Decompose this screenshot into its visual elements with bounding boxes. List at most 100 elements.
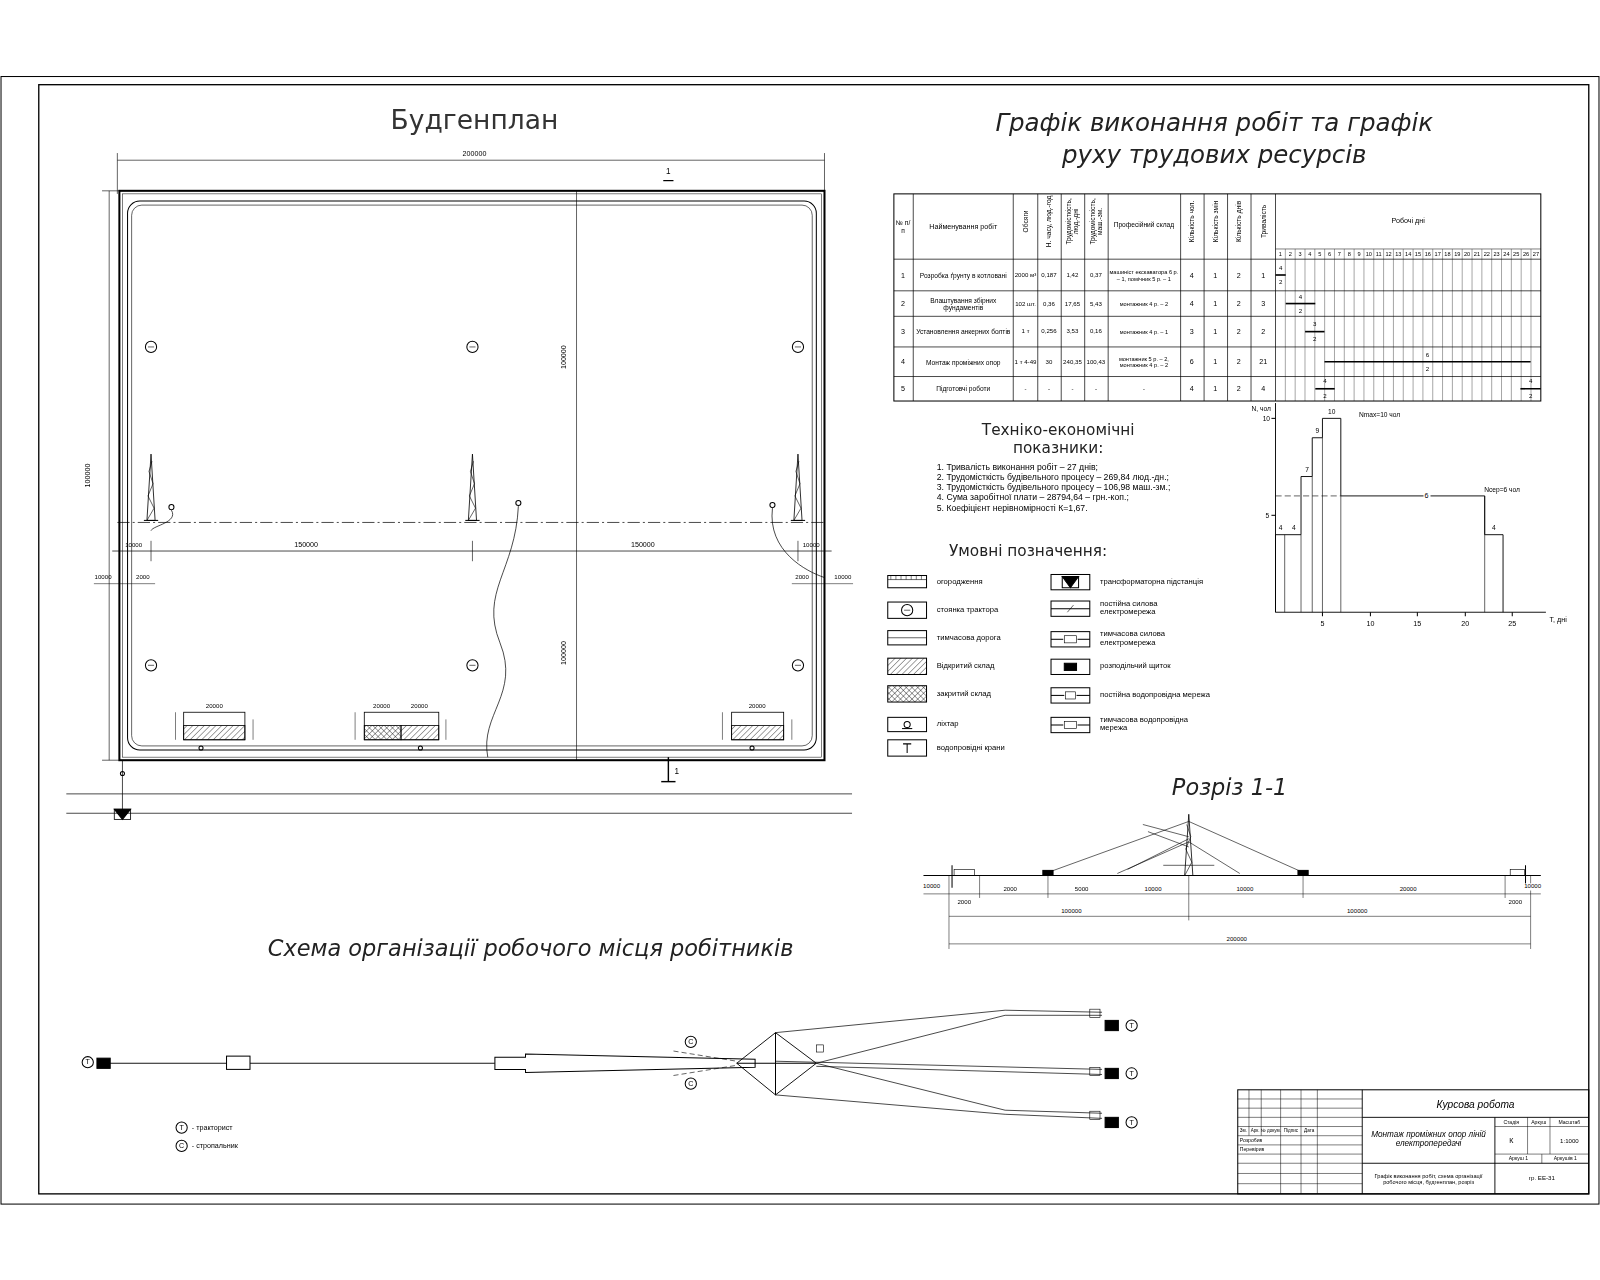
work-schedule-table-part bbox=[1304, 249, 1305, 401]
site-plan-part bbox=[722, 712, 723, 740]
site-plan-part bbox=[66, 793, 852, 794]
legend-text: трансформаторна підстанція bbox=[1100, 577, 1214, 585]
day-number: 17 bbox=[1435, 251, 1441, 257]
legend-symbols-part bbox=[888, 686, 927, 702]
dimension-text: 150000 bbox=[631, 541, 655, 549]
work-schedule-table-part bbox=[1334, 249, 1335, 401]
site-plan-part bbox=[364, 712, 438, 740]
title-block-part bbox=[1317, 1090, 1318, 1136]
title-block-part bbox=[1362, 1163, 1589, 1164]
site-plan-part bbox=[791, 719, 792, 739]
site-plan-part bbox=[576, 191, 577, 760]
site-plan-part-part bbox=[147, 454, 155, 520]
site-plan-part-part bbox=[794, 461, 801, 520]
site-plan-part bbox=[445, 719, 446, 739]
work-schedule-table-part bbox=[894, 194, 1541, 401]
table-cell: 1,42 bbox=[1066, 272, 1078, 279]
site-plan-part bbox=[120, 771, 124, 775]
legend-symbols-part bbox=[1064, 663, 1076, 670]
legend-symbols-part bbox=[1064, 721, 1076, 728]
chart-label: 25 bbox=[1508, 620, 1516, 628]
table-cell: Влаштування збірних фундаментів bbox=[915, 296, 1011, 311]
bar-label: 3 bbox=[1313, 321, 1316, 328]
worker-marker: Т bbox=[1129, 1119, 1133, 1127]
table-cell: 1 bbox=[1213, 385, 1217, 393]
site-plan-part bbox=[151, 541, 152, 561]
worker-scheme-part bbox=[685, 1078, 696, 1089]
site-plan-part bbox=[132, 205, 813, 746]
work-schedule-table-part bbox=[1521, 249, 1522, 401]
table-cell: 0,187 bbox=[1041, 272, 1056, 279]
table-cell: 1 bbox=[1213, 271, 1217, 279]
table-cell: 21 bbox=[1259, 358, 1267, 366]
legend-symbols-part bbox=[904, 610, 910, 611]
title-block-text: Монтаж проміжних опор ліній електроперед… bbox=[1366, 1131, 1490, 1149]
worker-scheme-part bbox=[1126, 1020, 1137, 1031]
dimension-text: 2000 bbox=[795, 574, 809, 581]
worker-scheme-part bbox=[1105, 1068, 1118, 1078]
bar-label: 2 bbox=[1529, 393, 1532, 400]
day-number: 7 bbox=[1338, 251, 1341, 257]
title-block-part bbox=[1362, 1090, 1363, 1194]
title-block-part bbox=[1238, 1183, 1362, 1184]
site-plan-part-part bbox=[468, 454, 476, 520]
section-1-1-part bbox=[949, 916, 1531, 917]
worker-scheme-part bbox=[1126, 1068, 1137, 1079]
legend-symbols-part bbox=[1078, 639, 1090, 640]
dimension-text: 10000 bbox=[1523, 883, 1542, 890]
site-plan-part bbox=[418, 746, 422, 750]
labour-chart-part bbox=[1284, 535, 1285, 613]
worker-scheme-part bbox=[776, 1061, 1103, 1074]
site-plan-part bbox=[109, 191, 110, 760]
indicator-line: 5. Коефіцієнт нерівномірності К=1,67. bbox=[937, 503, 1088, 513]
worker-scheme-part bbox=[97, 1058, 110, 1068]
title-block-part bbox=[1238, 1090, 1589, 1194]
table-cell: 102 шт. bbox=[1014, 300, 1037, 307]
worker-scheme-part bbox=[673, 1051, 736, 1075]
section-1-1-part bbox=[949, 876, 1531, 949]
indicator-line: 2. Трудомісткість будівельного процесу –… bbox=[937, 473, 1169, 483]
work-schedule-table-part bbox=[1481, 249, 1482, 401]
table-cell: Установлення анкерних болтів bbox=[915, 328, 1011, 335]
section-1-1-part bbox=[1510, 869, 1524, 875]
day-number: 26 bbox=[1523, 251, 1529, 257]
site-plan-part bbox=[184, 712, 245, 740]
sheet-frame bbox=[1, 77, 1599, 1205]
work-schedule-table-part bbox=[1275, 194, 1276, 401]
title-block-part bbox=[1238, 1173, 1362, 1174]
section-1-1-part bbox=[923, 875, 1540, 876]
table-cell: 4 bbox=[901, 358, 905, 366]
table-cell: 1 bbox=[1213, 328, 1217, 336]
site-plan-part bbox=[175, 712, 176, 740]
table-header: Кількість змін bbox=[1212, 195, 1219, 248]
site-plan-part bbox=[795, 665, 801, 666]
table-header: Найменування робіт bbox=[917, 223, 1009, 231]
title-block-part bbox=[1238, 1117, 1362, 1118]
table-cell: 3 bbox=[901, 328, 905, 336]
legend-symbols-part bbox=[888, 637, 927, 638]
table-cell: монтажник 4 р. – 1 bbox=[1109, 329, 1179, 335]
bar-label: 2 bbox=[1323, 393, 1326, 400]
chart-label: N, чол bbox=[1252, 405, 1271, 412]
work-schedule-table-part bbox=[894, 376, 1541, 377]
table-cell: 4 bbox=[1190, 300, 1194, 308]
table-cell: 1 bbox=[1213, 300, 1217, 308]
work-schedule-table-part bbox=[1462, 249, 1463, 401]
work-schedule-table-part bbox=[1491, 249, 1492, 401]
dimension-text: 2000 bbox=[136, 574, 150, 581]
day-number: 1 bbox=[1279, 251, 1282, 257]
site-plan-part bbox=[122, 194, 821, 757]
section-heading: Умовні позначення: bbox=[949, 543, 1107, 560]
worker-scheme-part bbox=[1105, 1117, 1118, 1127]
site-plan-part bbox=[792, 583, 853, 584]
work-schedule-table-part bbox=[1354, 249, 1355, 401]
site-plan-part bbox=[148, 346, 154, 347]
legend-text: тимчасова силова електромережа bbox=[1100, 630, 1214, 647]
site-plan-part bbox=[772, 508, 824, 577]
legend-symbols-part bbox=[888, 576, 927, 588]
title-block-part bbox=[1495, 1126, 1589, 1127]
dimension-text: 5000 bbox=[1074, 885, 1090, 892]
site-plan-part bbox=[114, 809, 130, 819]
bar-label: 4 bbox=[1529, 378, 1532, 385]
